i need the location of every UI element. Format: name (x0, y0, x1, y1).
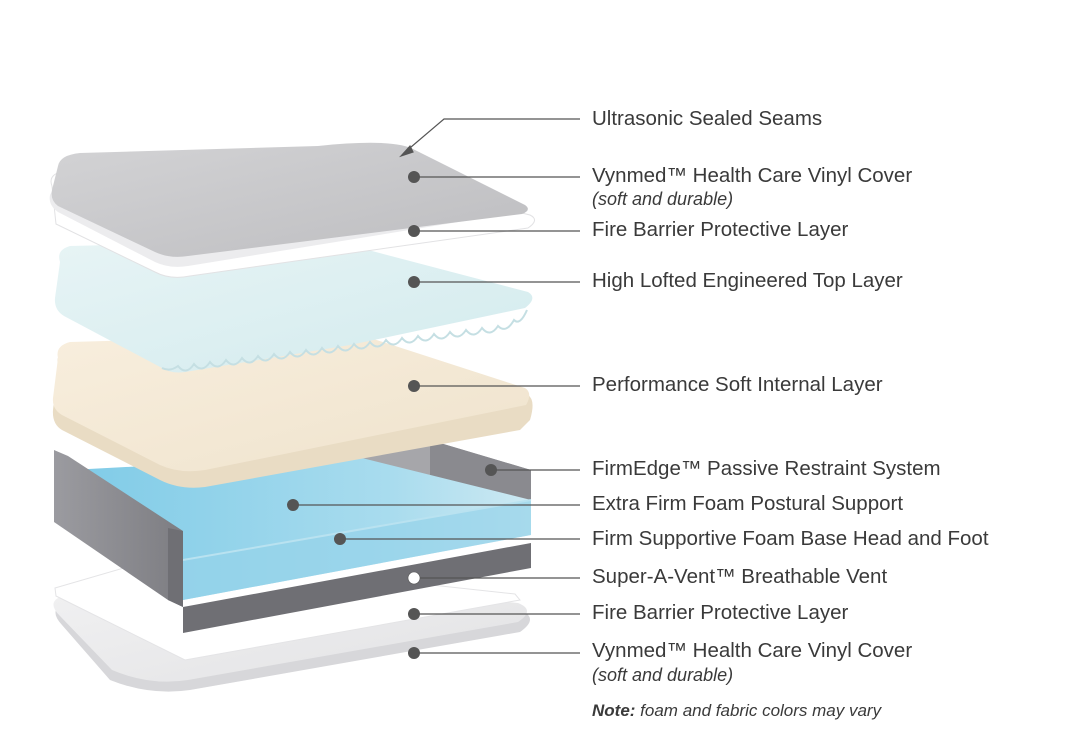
leader-lines (293, 118, 580, 654)
footnote-text: foam and fabric colors may vary (635, 701, 882, 720)
dot-bottom-cover (408, 647, 420, 659)
footnote: Note: foam and fabric colors may vary (592, 701, 881, 721)
leader-seams-arrowhead (399, 144, 414, 158)
label-top-layer: High Lofted Engineered Top Layer (592, 269, 903, 292)
leader-seams (403, 118, 580, 154)
dot-base-foam (334, 533, 346, 545)
dot-extra-firm (287, 499, 299, 511)
footnote-prefix: Note: (592, 701, 636, 720)
top-cover-layer (49, 142, 528, 267)
callout-dots (287, 171, 497, 659)
dot-firmedge (485, 464, 497, 476)
dot-bottom-fire-barrier (408, 608, 420, 620)
dot-vent (407, 571, 421, 585)
label-base-foam: Firm Supportive Foam Base Head and Foot (592, 527, 989, 550)
label-vent: Super-A-Vent™ Breathable Vent (592, 565, 888, 588)
label-bottom-cover: Vynmed™ Health Care Vinyl Cover (592, 639, 913, 662)
note-bottom-cover: (soft and durable) (592, 665, 734, 685)
dot-top-cover (408, 171, 420, 183)
dot-top-fire-barrier (408, 225, 420, 237)
label-bottom-fire-barrier: Fire Barrier Protective Layer (592, 601, 849, 624)
label-extra-firm: Extra Firm Foam Postural Support (592, 492, 904, 515)
label-top-fire-barrier: Fire Barrier Protective Layer (592, 218, 849, 241)
dot-soft-internal (408, 380, 420, 392)
firmedge-front-rail (54, 450, 183, 607)
label-seams: Ultrasonic Sealed Seams (592, 107, 823, 130)
label-firmedge: FirmEdge™ Passive Restraint System (592, 457, 941, 480)
dot-top-layer (408, 276, 420, 288)
label-soft-internal: Performance Soft Internal Layer (592, 373, 883, 396)
note-top-cover: (soft and durable) (592, 189, 734, 209)
label-top-cover: Vynmed™ Health Care Vinyl Cover (592, 164, 913, 187)
vent-layer (183, 534, 531, 633)
